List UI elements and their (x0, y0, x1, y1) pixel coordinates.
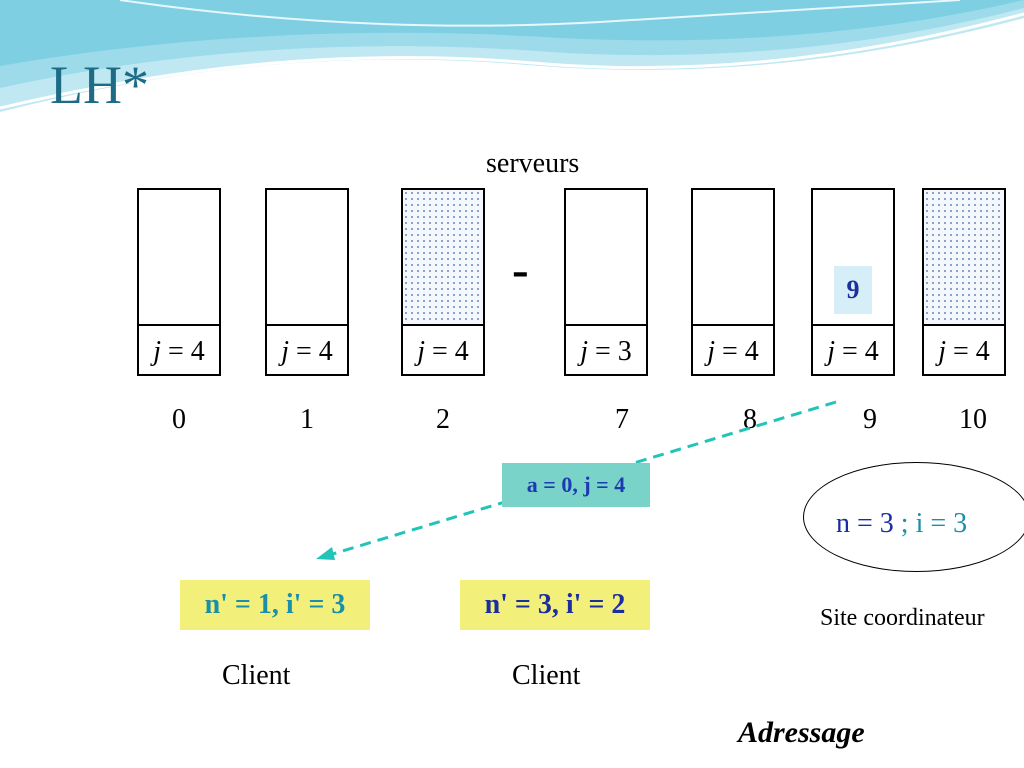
server-10: j = 4 (922, 188, 1006, 376)
server-number: 2 (436, 404, 450, 435)
server-1: j = 4 (265, 188, 349, 376)
client-1-state: n' = 1, i' = 3 (180, 580, 370, 630)
server-divider (693, 324, 773, 326)
server-level: j = 4 (707, 336, 759, 367)
server-level: j = 4 (417, 336, 469, 367)
server-8: j = 4 (691, 188, 775, 376)
server-divider (566, 324, 646, 326)
server-7: j = 3 (564, 188, 648, 376)
ellipsis-mark: - (512, 241, 529, 297)
client-2-label: Client (512, 660, 581, 691)
server-level: j = 4 (281, 336, 333, 367)
server-level: j = 4 (938, 336, 990, 367)
server-number: 1 (300, 404, 314, 435)
server-level: j = 4 (153, 336, 205, 367)
server-divider (813, 324, 893, 326)
server-storage (924, 190, 1004, 324)
slide-footer: Adressage (738, 716, 865, 749)
server-number: 7 (615, 404, 629, 435)
server-divider (139, 324, 219, 326)
server-number: 9 (863, 404, 877, 435)
client-2-state: n' = 3, i' = 2 (460, 580, 650, 630)
slide-title: LH* (50, 55, 149, 115)
client-1-label: Client (222, 660, 291, 691)
server-divider (267, 324, 347, 326)
server-divider (924, 324, 1004, 326)
iam-message: a = 0, j = 4 (502, 463, 650, 507)
coordinator-state: n = 3 ; i = 3 (836, 508, 968, 539)
key-record: 9 (834, 266, 872, 314)
server-storage (403, 190, 483, 324)
servers-label: serveurs (486, 148, 580, 179)
server-divider (403, 324, 483, 326)
server-9: j = 4 (811, 188, 895, 376)
server-2: j = 4 (401, 188, 485, 376)
server-number: 0 (172, 404, 186, 435)
coordinator-ellipse (803, 462, 1024, 572)
server-0: j = 4 (137, 188, 221, 376)
server-level: j = 3 (580, 336, 632, 367)
server-number: 8 (743, 404, 757, 435)
server-number: 10 (959, 404, 987, 435)
header-waves (0, 0, 1024, 112)
coordinator-label: Site coordinateur (820, 605, 985, 631)
server-level: j = 4 (827, 336, 879, 367)
